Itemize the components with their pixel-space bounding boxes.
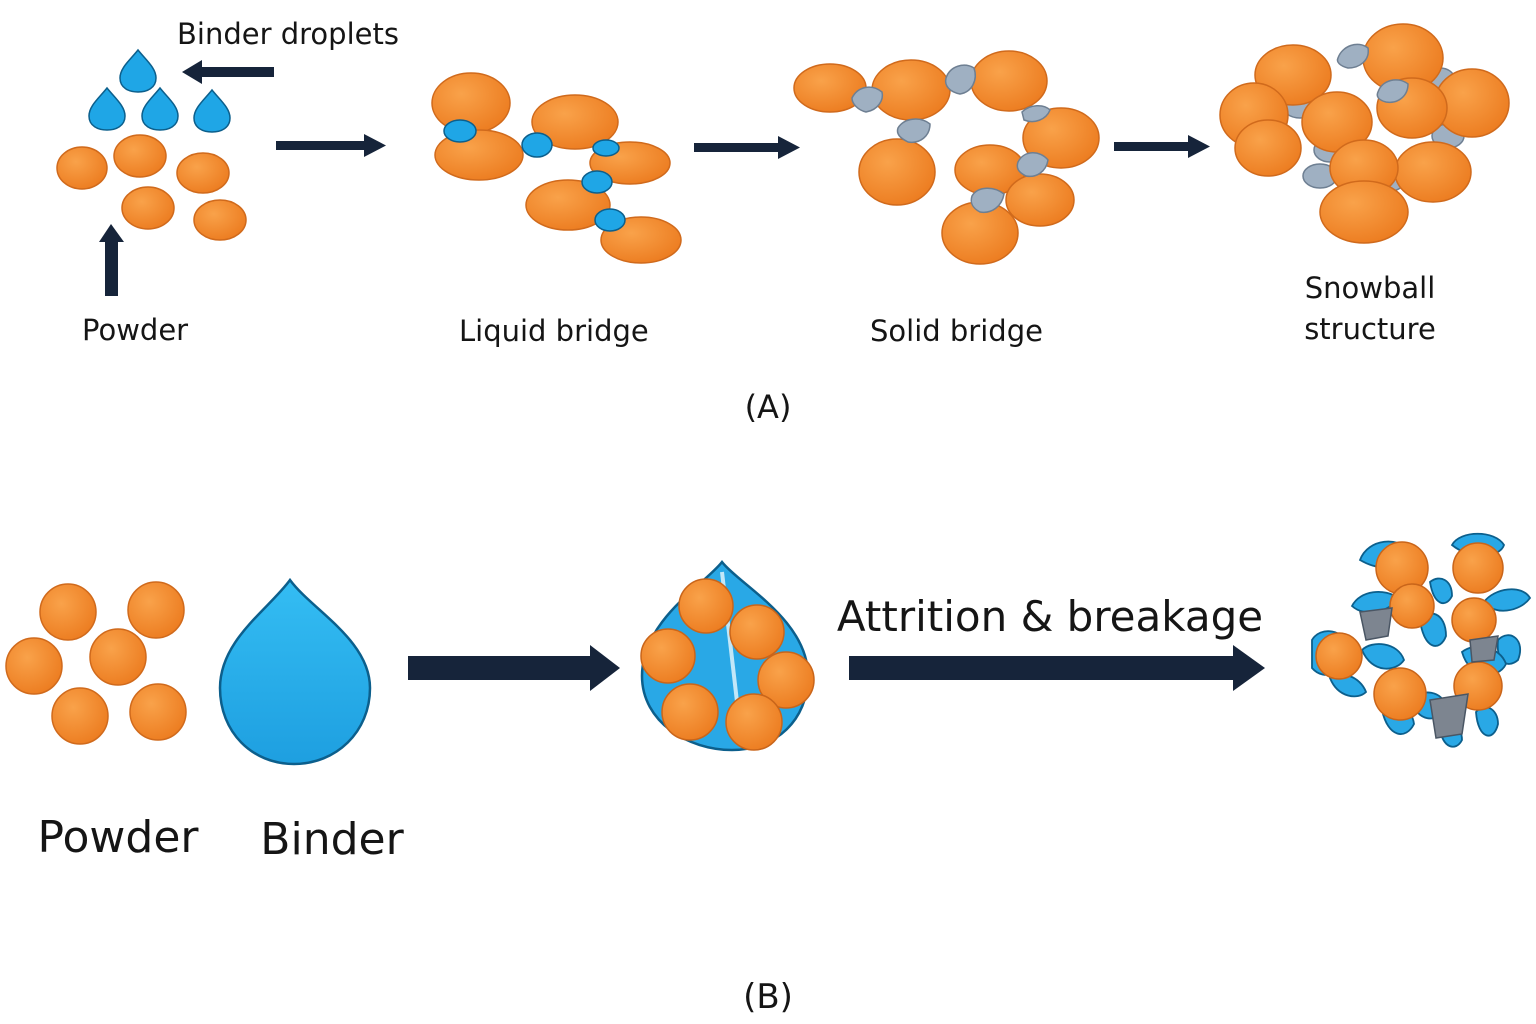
panel-a-arrow-1 [276,134,386,157]
snowball-label-line2: structure [1304,312,1436,346]
panel-a-snowball-cluster [1219,23,1510,244]
panel-a-caption: (A) [745,388,792,426]
attrition-breakage-label: Attrition & breakage [837,592,1263,641]
panel-a-arrow-2 [694,136,800,159]
powder-pointer-arrow [99,224,124,296]
binder-droplets-pointer-arrow [182,60,274,84]
liquid-bridge-label: Liquid bridge [459,314,649,348]
panel-b-caption: (B) [743,977,793,1017]
panel-b-powder-particles [5,581,187,745]
powder-label-a: Powder [82,313,188,347]
binder-droplets-label: Binder droplets [177,17,399,51]
panel-a-binder-droplets [88,49,231,133]
panel-b: Powder Binder Attrition & breakage (B) [5,532,1532,1017]
broken-granule-fragments [1311,532,1532,748]
snowball-label-line1: Snowball [1305,271,1436,305]
binder-drop-icon [218,577,372,766]
panel-a-liquid-bridge-cluster [431,72,682,264]
solid-bridge-label: Solid bridge [870,314,1043,348]
panel-b-arrow-1 [408,645,620,691]
powder-label-b: Powder [38,812,200,863]
binder-drop-with-powder [640,559,815,752]
panel-a: Binder droplets Powder Liquid bridge Sol… [56,17,1510,426]
binder-label: Binder [260,814,404,865]
panel-b-arrow-2 [849,645,1265,691]
panel-a-arrow-3 [1114,135,1210,158]
panel-a-powder-particles [56,134,247,241]
panel-a-solid-bridge-cluster [793,50,1100,265]
